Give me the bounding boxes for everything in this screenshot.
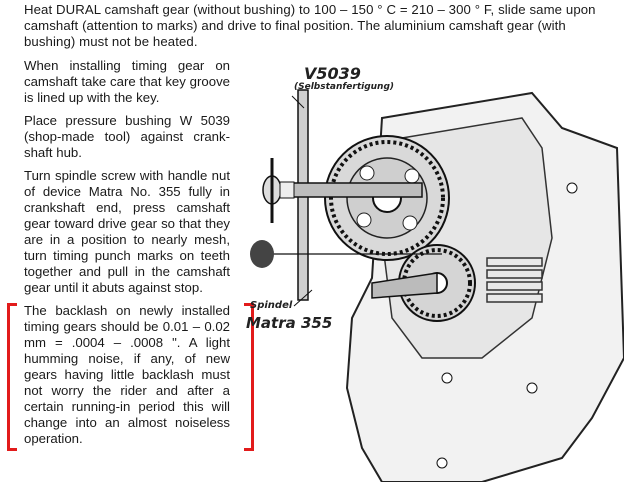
- step-spindle: Turn spindle screw with handle nut of de…: [24, 168, 230, 295]
- tool-code-label: V5039: [304, 64, 361, 83]
- crankshaft-end: [371, 272, 438, 299]
- engine-illustration: V5039 (Selbstanfertigung) Spindel Matra …: [232, 58, 626, 483]
- step-keygroove: When installing timing gear on camshaft …: [24, 58, 230, 105]
- bolt-hole: [566, 182, 578, 194]
- bolt-hole: [436, 457, 448, 469]
- camshaft-gear: [324, 135, 450, 261]
- tool-note-label: (Selbstanfertigung): [294, 82, 395, 92]
- highlight-bracket-right: [244, 303, 254, 451]
- timing-mark-detail: [250, 240, 274, 268]
- step-pressure-bushing: Place pressure bushing W 5039 (shop-made…: [24, 113, 230, 160]
- instruction-column: When installing timing gear on camshaft …: [7, 58, 254, 451]
- bolt-hole: [526, 382, 538, 394]
- backlash-note: The backlash on newly installed timing g…: [24, 303, 230, 446]
- cooling-fins: [486, 257, 543, 303]
- spindle-label: Spindel: [250, 300, 293, 311]
- highlight-bracket-left: [7, 303, 17, 451]
- tool-leader: [291, 95, 305, 109]
- device-label: Matra 355: [246, 314, 333, 332]
- puller-tool: [262, 89, 423, 301]
- backlash-note-block: The backlash on newly installed timing g…: [7, 303, 254, 451]
- intro-paragraph: Heat DURAL camshaft gear (without bushin…: [24, 2, 596, 49]
- spindle-leader: [293, 289, 313, 307]
- gear-puller-drawing: [250, 89, 626, 483]
- bolt-hole: [441, 372, 453, 384]
